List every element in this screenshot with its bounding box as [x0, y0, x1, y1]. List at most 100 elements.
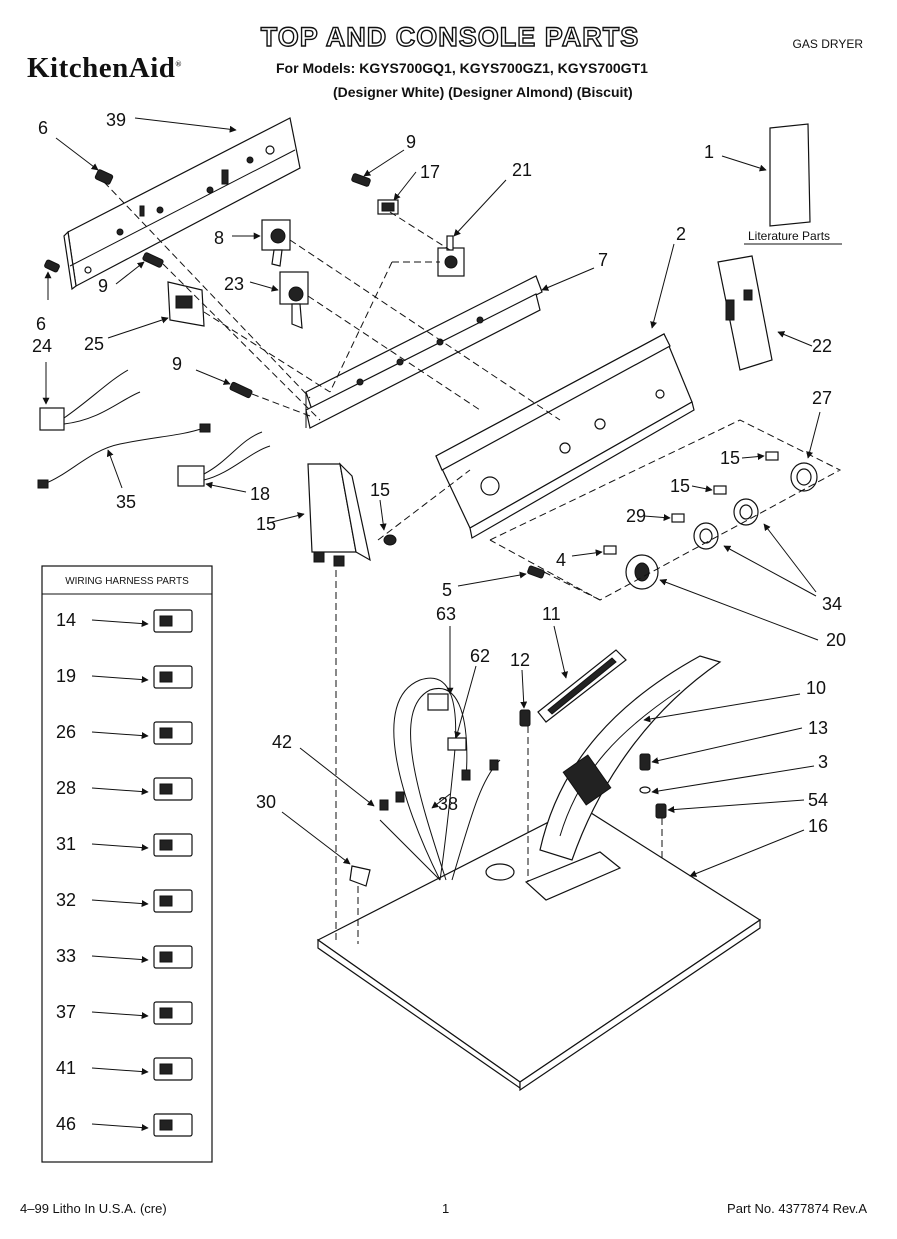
wiring-part-detail [159, 1119, 173, 1131]
bracket-22 [717, 255, 773, 371]
knob-27 [790, 462, 818, 492]
callout-38: 38 [438, 794, 458, 814]
callout-34: 34 [822, 594, 842, 614]
callout-9: 9 [172, 354, 182, 374]
wiring-part-detail [159, 951, 173, 963]
callout-17: 17 [420, 162, 440, 182]
knob-34-b [693, 522, 719, 550]
switch-21 [437, 235, 465, 277]
wiring-part-detail [159, 783, 173, 795]
callout-27: 27 [812, 388, 832, 408]
wiring-part-leader [91, 1067, 149, 1076]
wiring-part-leader [91, 787, 149, 796]
wiring-part-leader [91, 899, 149, 908]
callout-15: 15 [670, 476, 690, 496]
wiring-part-leader [91, 955, 149, 964]
callout-15: 15 [256, 514, 276, 534]
wiring-part-detail [159, 1007, 173, 1019]
console-panel [435, 333, 695, 539]
wiring-part-leader [91, 731, 149, 740]
callout-54: 54 [808, 790, 828, 810]
product-type: GAS DRYER [792, 37, 863, 51]
harness-29 [37, 423, 211, 489]
wiring-part-14: 14 [56, 610, 76, 630]
callout-23: 23 [224, 274, 244, 294]
callout-10: 10 [806, 678, 826, 698]
clip-30 [349, 865, 371, 887]
callout-39: 39 [106, 110, 126, 130]
footer-page-number: 1 [442, 1201, 450, 1216]
callout-6: 6 [36, 314, 46, 334]
callout-20: 20 [826, 630, 846, 650]
callout-8: 8 [214, 228, 224, 248]
callout-63: 63 [436, 604, 456, 624]
dryer-top [316, 805, 762, 1092]
knob-main [625, 554, 659, 590]
spring-15 [603, 451, 779, 555]
grill-11 [537, 649, 627, 723]
wiring-part-26: 26 [56, 722, 76, 742]
wiring-part-31: 31 [56, 834, 76, 854]
screw-6-top [94, 169, 114, 185]
wiring-part-detail [159, 727, 173, 739]
screw-12 [519, 709, 531, 727]
callout-15: 15 [370, 480, 390, 500]
callout-2: 2 [676, 224, 686, 244]
screw-13 [639, 753, 651, 771]
screw-54 [655, 803, 667, 819]
callout-18: 18 [250, 484, 270, 504]
footer-part-number: Part No. 4377874 Rev.A [727, 1201, 867, 1216]
wiring-part-detail [159, 1063, 173, 1075]
knob-34-a [733, 498, 759, 526]
wiring-part-detail [159, 839, 173, 851]
knob-group-outline [489, 419, 842, 601]
wiring-part-19: 19 [56, 666, 76, 686]
callout-24: 24 [32, 336, 52, 356]
wiring-box-title: WIRING HARNESS PARTS [65, 576, 189, 587]
switch-8 [261, 219, 291, 267]
wiring-part-32: 32 [56, 890, 76, 910]
wiring-part-28: 28 [56, 778, 76, 798]
callout-9: 9 [98, 276, 108, 296]
callout-4: 4 [556, 550, 566, 570]
callout-29: 29 [626, 506, 646, 526]
brand-name: KitchenAid [27, 52, 176, 84]
callout-15: 15 [720, 448, 740, 468]
wiring-part-33: 33 [56, 946, 76, 966]
callout-21: 21 [512, 160, 532, 180]
lint-housing-10 [539, 655, 722, 861]
models-line: For Models: KGYS700GQ1, KGYS700GZ1, KGYS… [276, 60, 648, 76]
screw-9-c [229, 381, 253, 399]
page-title: TOP AND CONSOLE PARTS [260, 21, 640, 52]
callout-7: 7 [598, 250, 608, 270]
callout-3: 3 [818, 752, 828, 772]
wiring-part-detail [159, 615, 173, 627]
callout-11: 11 [542, 604, 561, 624]
callout-1: 1 [704, 142, 714, 162]
callout-25: 25 [84, 334, 104, 354]
leader-lines [42, 117, 821, 877]
wiring-part-detail [159, 671, 173, 683]
wiring-part-leader [91, 619, 149, 628]
wiring-part-leader [91, 675, 149, 684]
callout-16: 16 [808, 816, 828, 836]
assembly-lines [103, 181, 663, 944]
callout-12: 12 [510, 650, 530, 670]
screw-5 [527, 565, 545, 579]
lint-recess [524, 851, 622, 901]
wiring-part-leader [91, 843, 149, 852]
colors-line: (Designer White) (Designer Almond) (Bisc… [333, 84, 633, 100]
wiring-part-leader [91, 1011, 149, 1020]
callout-5: 5 [442, 580, 452, 600]
screw-9-b [351, 173, 371, 187]
harness-bundle [379, 677, 501, 881]
callout-6: 6 [38, 118, 48, 138]
callout-30: 30 [256, 792, 276, 812]
terminal-block-17 [377, 199, 399, 215]
screw-6-bottom [44, 259, 60, 273]
brand-logo: KitchenAid® [27, 52, 182, 85]
housing-4 [307, 462, 371, 567]
screw-18 [383, 534, 397, 546]
